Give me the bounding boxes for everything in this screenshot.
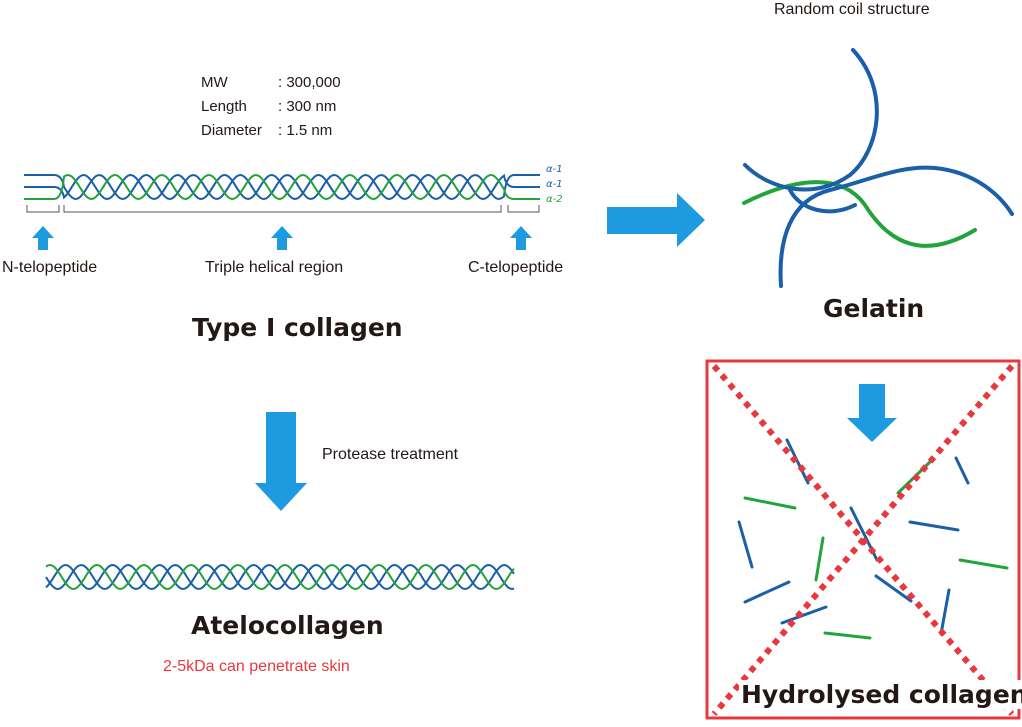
type1-collagen-title: Type I collagen	[192, 313, 403, 342]
n-telopeptide-arrow-icon	[32, 226, 54, 250]
gelatin-to-hydrolysed-arrow-icon	[847, 384, 897, 442]
diameter-label: Diameter	[201, 122, 262, 139]
fragment-green	[743, 496, 797, 510]
triple-helical-label: Triple helical region	[205, 259, 344, 276]
peptide-fragments	[737, 438, 1009, 640]
fragment-blue	[737, 520, 754, 569]
atelo-alpha1-chain-b	[45, 563, 515, 591]
diameter-value: : 1.5 nm	[278, 122, 333, 139]
crossed-out-mark	[711, 364, 1015, 716]
atelo-alpha2-chain	[45, 563, 515, 591]
fragment-blue	[954, 456, 970, 485]
fragment-green	[814, 536, 825, 582]
protease-treatment-label: Protease treatment	[322, 446, 459, 463]
fragment-blue	[908, 520, 960, 532]
fragment-blue	[743, 580, 791, 604]
region-brackets	[26, 205, 540, 213]
hydrolysed-collagen-title: Hydrolysed collagen	[739, 680, 1022, 709]
chain-label-alpha1-a: α-1	[546, 164, 563, 175]
gelatin-blue-coil-a	[743, 48, 879, 192]
cross-line-b	[711, 364, 1015, 716]
protease-down-arrow-icon	[255, 412, 307, 511]
fragment-blue	[874, 574, 913, 603]
fragment-blue	[939, 588, 951, 636]
penetration-note: 2-5kDa can penetrate skin	[163, 658, 350, 675]
gelatin-blue-coil-b	[778, 165, 1014, 288]
c-telopeptide-label: C-telopeptide	[468, 259, 564, 276]
gelatin-random-coils	[742, 48, 1014, 288]
mw-value: : 300,000	[278, 74, 341, 91]
mw-label: MW	[201, 74, 228, 91]
atelocollagen-helix	[45, 563, 515, 591]
atelocollagen-title: Atelocollagen	[191, 611, 384, 640]
n-telopeptide-bracket	[26, 205, 60, 213]
region-pointer-arrows	[32, 226, 532, 250]
gelatin-green-coil	[742, 180, 977, 248]
c-telopeptide-arrow-icon	[510, 226, 532, 250]
fragment-green	[823, 631, 872, 640]
length-label: Length	[201, 98, 247, 115]
n-telopeptide-label: N-telopeptide	[2, 259, 98, 276]
alpha2-chain	[24, 173, 540, 201]
fragment-blue	[785, 438, 810, 485]
fragment-blue	[780, 605, 828, 625]
to-gelatin-arrow-icon	[607, 193, 705, 247]
gelatin-blue-coil-c	[788, 188, 857, 214]
triple-helical-arrow-icon	[271, 226, 293, 250]
chain-label-alpha2: α-2	[546, 194, 563, 205]
type1-collagen-helix	[24, 173, 540, 201]
atelo-alpha1-chain-a	[45, 563, 515, 591]
chain-label-alpha1-b: α-1	[546, 179, 563, 190]
gelatin-title: Gelatin	[823, 294, 925, 323]
hydrolysed-box-frame	[705, 359, 1021, 720]
alpha1-chain-a	[24, 173, 540, 201]
fragment-green	[958, 558, 1009, 570]
collagen-specs: MW : 300,000 Length : 300 nm Diameter : …	[201, 71, 381, 143]
c-telopeptide-bracket	[507, 205, 540, 213]
triple-helical-bracket	[63, 205, 502, 213]
length-value: : 300 nm	[278, 98, 337, 115]
random-coil-caption: Random coil structure	[774, 1, 930, 18]
